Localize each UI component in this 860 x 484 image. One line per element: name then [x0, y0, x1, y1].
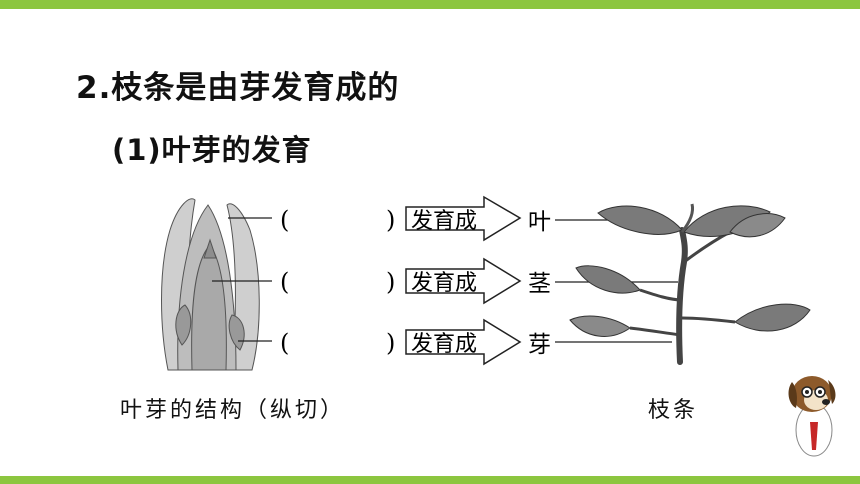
develop-arrow-label: 发育成	[411, 271, 477, 296]
develop-arrow	[405, 195, 522, 242]
result-leaf: 叶	[528, 209, 551, 235]
answer-bracket-close: )	[386, 206, 395, 234]
section-subtitle: (1)叶芽的发育	[112, 133, 312, 167]
develop-arrow	[405, 318, 522, 366]
branch-caption: 枝条	[648, 398, 699, 423]
row-leaf: ( ) 发育成 叶	[280, 195, 551, 242]
answer-bracket-close: )	[386, 268, 395, 296]
answer-bracket-open: (	[280, 329, 289, 357]
develop-arrow	[405, 257, 522, 305]
answer-bracket-open: (	[280, 206, 289, 234]
row-stem: ( ) 发育成 茎	[280, 257, 551, 305]
develop-arrow-label: 发育成	[411, 332, 477, 357]
page-title: 2.枝条是由芽发育成的	[76, 70, 400, 106]
answer-bracket-close: )	[386, 329, 395, 357]
result-bud: 芽	[528, 332, 551, 358]
row-bud: ( ) 发育成 芽	[280, 318, 551, 366]
bud-leader-lines	[212, 217, 272, 342]
bottom-accent-bar	[0, 476, 860, 484]
answer-bracket-open: (	[280, 268, 289, 296]
branch-illustration	[569, 203, 811, 365]
bud-structure-caption: 叶芽的结构（纵切）	[120, 398, 346, 423]
dog-mascot-icon	[788, 376, 836, 457]
top-accent-bar	[0, 0, 860, 9]
develop-arrow-label: 发育成	[411, 209, 477, 234]
leaf-bud-section-illustration	[161, 198, 260, 371]
result-stem: 茎	[528, 271, 551, 297]
